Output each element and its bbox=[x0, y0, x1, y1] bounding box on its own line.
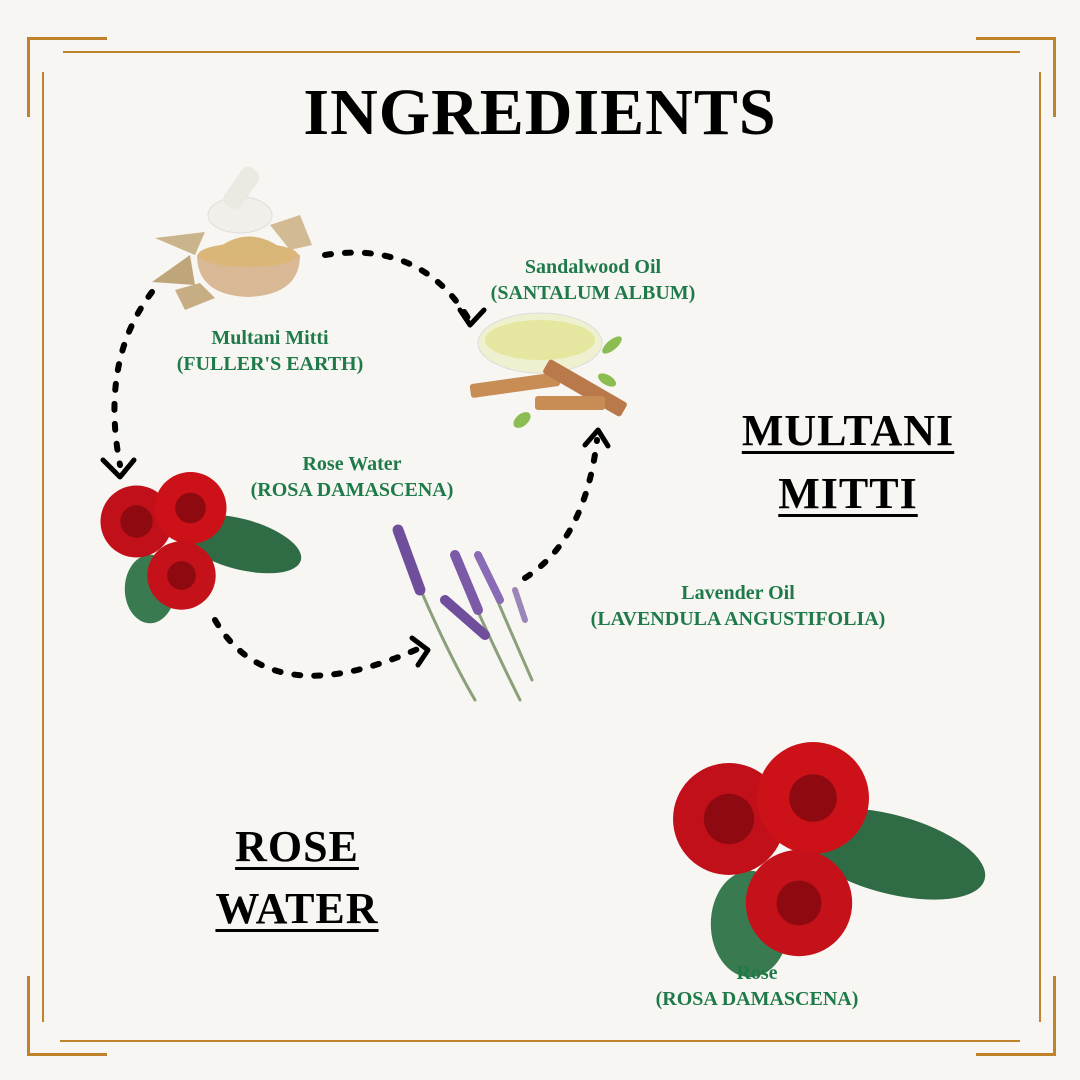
label-rose-water: Rose Water (ROSA DAMASCENA) bbox=[251, 451, 454, 503]
arrow-lavender-to-sandalwood bbox=[522, 437, 600, 581]
lavender-image bbox=[392, 524, 534, 702]
roses-image-large bbox=[673, 742, 995, 978]
label-rose: Rose (ROSA DAMASCENA) bbox=[656, 960, 859, 1012]
frame-corner-tl-h bbox=[27, 37, 107, 40]
clay-bowl-image bbox=[152, 166, 312, 310]
frame-corner-bl-v bbox=[27, 976, 30, 1056]
heading-rose: ROSE bbox=[235, 822, 359, 871]
ingredient-name: Sandalwood Oil bbox=[524, 256, 662, 278]
arrow-rose-to-lavender bbox=[212, 617, 423, 679]
ingredient-latin: (LAVENDULA ANGUSTIFOLIA) bbox=[590, 608, 886, 630]
heading-water: WATER bbox=[215, 884, 379, 933]
ingredient-name: Lavender Oil bbox=[681, 582, 795, 604]
frame-corner-tr-v bbox=[1053, 37, 1056, 117]
label-sandalwood: Sandalwood Oil (SANTALUM ALBUM) bbox=[491, 254, 696, 306]
page-title: INGREDIENTS bbox=[303, 76, 777, 149]
frame-corner-br-v bbox=[1053, 976, 1056, 1056]
ingredient-latin: (ROSA DAMASCENA) bbox=[250, 479, 454, 501]
frame-left bbox=[42, 72, 44, 1022]
arrowhead-icon bbox=[409, 635, 431, 668]
arrow-mitti-to-sandalwood bbox=[322, 249, 471, 321]
frame-corner-bl-h bbox=[27, 1053, 107, 1056]
frame-corner-tl-v bbox=[27, 37, 30, 117]
frame-corner-tr-h bbox=[976, 37, 1056, 40]
ingredient-latin: (SANTALUM ALBUM) bbox=[490, 282, 696, 304]
frame-bottom bbox=[60, 1040, 1020, 1042]
ingredient-name: Multani Mitti bbox=[211, 327, 329, 349]
heading-mitti: MITTI bbox=[778, 469, 918, 518]
frame-right bbox=[1039, 72, 1041, 1022]
oil-bowl-image bbox=[469, 312, 627, 428]
ingredient-name: Rose bbox=[736, 962, 778, 984]
ingredient-name: Rose Water bbox=[302, 453, 402, 475]
arrow-mitti-to-rose bbox=[111, 289, 155, 468]
label-multani-mitti: Multani Mitti (FULLER'S EARTH) bbox=[177, 325, 364, 377]
arrowhead-icon bbox=[582, 427, 611, 449]
arrowhead-icon bbox=[100, 457, 137, 480]
frame-top bbox=[63, 51, 1020, 53]
frame-corner-br-h bbox=[976, 1053, 1056, 1056]
heading-multani: MULTANI bbox=[741, 406, 955, 455]
ingredient-latin: (FULLER'S EARTH) bbox=[176, 353, 364, 375]
label-lavender: Lavender Oil (LAVENDULA ANGUSTIFOLIA) bbox=[591, 580, 886, 632]
ingredient-latin: (ROSA DAMASCENA) bbox=[655, 988, 859, 1010]
arrowhead-icon bbox=[457, 307, 487, 328]
